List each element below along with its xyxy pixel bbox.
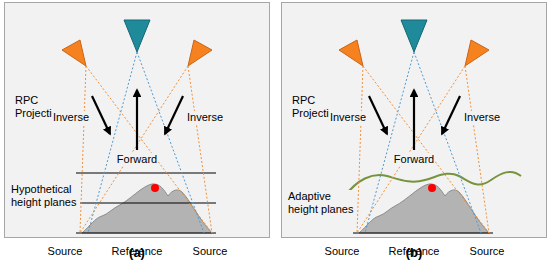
camera-node: Source bbox=[457, 3, 517, 71]
terrain bbox=[82, 184, 212, 233]
camera-shape bbox=[457, 3, 517, 71]
camera-triangle bbox=[339, 40, 363, 66]
camera-triangle bbox=[124, 20, 150, 52]
annotation-label: Hypothetical height planes bbox=[10, 183, 80, 209]
projection-arrow bbox=[136, 90, 138, 150]
panel-ground bbox=[281, 2, 547, 238]
annotation-label: Forward bbox=[116, 153, 158, 166]
camera-triangle bbox=[62, 40, 86, 66]
annotation-label: Inverse bbox=[52, 111, 90, 124]
projection-arrow bbox=[413, 90, 415, 150]
annotation-label: Adaptive height planes bbox=[287, 190, 357, 216]
camera-node: Reference bbox=[107, 3, 167, 55]
annotation-label: Inverse bbox=[329, 111, 367, 124]
camera-node: Source bbox=[312, 3, 372, 71]
target-point bbox=[151, 184, 159, 192]
camera-node: Source bbox=[180, 3, 240, 71]
camera-triangle bbox=[401, 20, 427, 52]
camera-shape bbox=[384, 3, 444, 55]
camera-node: Reference bbox=[384, 3, 444, 55]
annotation-label: Inverse bbox=[186, 111, 224, 124]
projection-arrow bbox=[92, 96, 110, 134]
height-plane bbox=[353, 233, 493, 234]
annotation-label: Forward bbox=[393, 153, 435, 166]
projection-arrow bbox=[442, 96, 460, 134]
camera-label: Source bbox=[312, 245, 372, 258]
camera-shape bbox=[180, 3, 240, 71]
camera-label: Source bbox=[35, 245, 95, 258]
annotation-label: Inverse bbox=[463, 111, 501, 124]
height-plane bbox=[76, 233, 216, 234]
camera-label: Source bbox=[180, 245, 240, 258]
camera-triangle bbox=[465, 40, 489, 66]
target-point bbox=[428, 184, 436, 192]
camera-shape bbox=[312, 3, 372, 71]
panel-ground bbox=[4, 2, 270, 238]
adaptive-plane bbox=[345, 172, 521, 196]
terrain bbox=[359, 184, 489, 233]
camera-shape bbox=[107, 3, 167, 55]
reference-ray bbox=[88, 52, 204, 233]
panel-caption: (a) bbox=[5, 245, 269, 260]
camera-node: Source bbox=[35, 3, 95, 71]
source-ray bbox=[80, 66, 212, 233]
panel-caption: (b) bbox=[282, 245, 546, 260]
height-plane bbox=[76, 203, 216, 204]
camera-shape bbox=[35, 3, 95, 71]
camera-label: Source bbox=[457, 245, 517, 258]
projection-arrow bbox=[165, 96, 183, 134]
height-plane bbox=[76, 173, 216, 174]
camera-triangle bbox=[188, 40, 212, 66]
projection-arrow bbox=[369, 96, 387, 134]
source-ray bbox=[357, 66, 489, 233]
reference-ray bbox=[365, 52, 481, 233]
